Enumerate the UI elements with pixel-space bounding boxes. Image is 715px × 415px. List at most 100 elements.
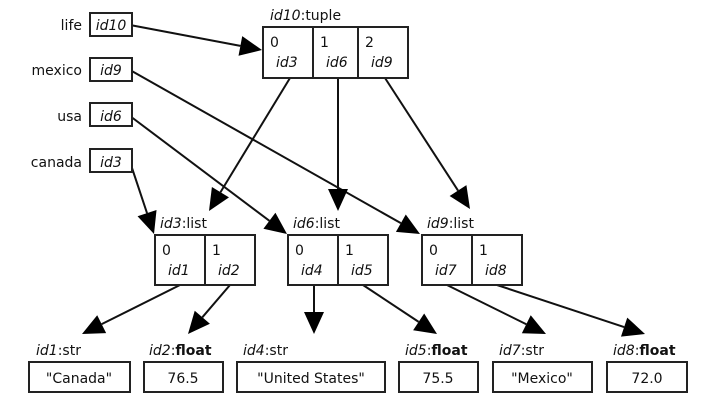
type-separator: : bbox=[265, 343, 270, 359]
cell-index: 1 bbox=[479, 243, 488, 259]
object-id: id3 bbox=[160, 216, 182, 232]
list-cell bbox=[337, 234, 389, 286]
object-label: id7:str bbox=[499, 343, 544, 359]
arrowheads bbox=[82, 36, 645, 337]
arrow-usa-to-id6 bbox=[129, 115, 271, 222]
type-separator: : bbox=[635, 343, 640, 359]
object-id: id10 bbox=[270, 8, 301, 24]
variable-ref: id3 bbox=[100, 155, 122, 171]
object-label: id5:float bbox=[405, 343, 468, 359]
type-separator: : bbox=[182, 216, 187, 232]
object-value: 72.0 bbox=[631, 371, 662, 387]
value-box bbox=[606, 361, 688, 393]
object-value: 76.5 bbox=[167, 371, 198, 387]
object-label: id2:float bbox=[149, 343, 212, 359]
cell-index: 1 bbox=[212, 243, 221, 259]
variable-life: life id10 bbox=[61, 12, 133, 37]
type-separator: : bbox=[427, 343, 432, 359]
object-type: float bbox=[175, 343, 211, 359]
type-separator: : bbox=[301, 8, 306, 24]
arrow-id9-0-to-id7 bbox=[446, 284, 527, 326]
arrow-life-to-id10 bbox=[129, 24, 241, 47]
object-label: id10:tuple bbox=[270, 8, 341, 24]
list-object-id3: id3:list 0 id1 1 id2 bbox=[154, 216, 256, 286]
list-object-id9: id9:list 0 id7 1 id8 bbox=[421, 216, 523, 286]
cell-ref: id7 bbox=[435, 263, 457, 279]
object-type: list bbox=[319, 216, 340, 232]
variable-ref: id10 bbox=[96, 18, 127, 34]
object-label: id1:str bbox=[36, 343, 81, 359]
object-label: id3:list bbox=[160, 216, 207, 232]
value-object-id8: id8:float 72.0 bbox=[606, 343, 688, 393]
arrowhead-tuple0-to-id3 bbox=[209, 187, 229, 211]
variable-canada: canada id3 bbox=[31, 148, 133, 173]
variable-name: usa bbox=[57, 109, 82, 125]
arrowhead-canada-to-id3 bbox=[137, 209, 157, 234]
variable-box bbox=[89, 57, 133, 82]
cell-ref: id6 bbox=[326, 55, 348, 71]
object-type: tuple bbox=[305, 8, 341, 24]
object-type: str bbox=[525, 343, 544, 359]
arrow-id6-1-to-id5 bbox=[362, 284, 420, 323]
value-object-id2: id2:float 76.5 bbox=[143, 343, 224, 393]
object-id: id8 bbox=[613, 343, 635, 359]
object-value: "United States" bbox=[257, 371, 365, 387]
variable-box bbox=[89, 102, 133, 127]
variable-box bbox=[89, 12, 133, 37]
arrowhead-life-to-id10 bbox=[238, 36, 262, 56]
value-box bbox=[143, 361, 224, 393]
value-box bbox=[28, 361, 131, 393]
variable-mexico: mexico id9 bbox=[32, 57, 133, 82]
arrowhead-usa-to-id6 bbox=[263, 212, 287, 234]
variable-ref: id6 bbox=[100, 109, 122, 125]
cell-ref: id1 bbox=[168, 263, 190, 279]
cell-index: 1 bbox=[320, 35, 329, 51]
object-id: id4 bbox=[243, 343, 265, 359]
arrowhead-tuple1-to-id6 bbox=[328, 189, 348, 211]
list-cell bbox=[204, 234, 256, 286]
variables-frame: life id10 mexico id9 usa id6 canada id3 bbox=[31, 12, 133, 173]
cell-ref: id8 bbox=[485, 263, 507, 279]
type-separator: : bbox=[315, 216, 320, 232]
arrow-id3-1-to-id2 bbox=[201, 284, 231, 318]
value-box bbox=[492, 361, 593, 393]
variable-name: canada bbox=[31, 155, 82, 171]
cell-ref: id4 bbox=[301, 263, 323, 279]
cell-ref: id5 bbox=[351, 263, 373, 279]
object-id: id2 bbox=[149, 343, 171, 359]
arrowhead-id3-0-to-id1 bbox=[82, 315, 107, 334]
arrow-tuple0-to-id3 bbox=[219, 77, 291, 193]
cell-index: 0 bbox=[270, 35, 279, 51]
cell-index: 0 bbox=[162, 243, 171, 259]
list-cell bbox=[421, 234, 473, 286]
value-box bbox=[398, 361, 479, 393]
object-id: id5 bbox=[405, 343, 427, 359]
tuple-cell bbox=[357, 26, 409, 79]
variable-box bbox=[89, 148, 133, 173]
arrow-id9-1-to-id8 bbox=[496, 284, 625, 329]
arrows bbox=[101, 24, 625, 329]
object-value: "Mexico" bbox=[511, 371, 573, 387]
cell-ref: id2 bbox=[218, 263, 240, 279]
object-type: float bbox=[639, 343, 675, 359]
object-id: id9 bbox=[427, 216, 449, 232]
arrowhead-mexico-to-id9 bbox=[395, 214, 420, 234]
object-type: float bbox=[431, 343, 467, 359]
variable-name: mexico bbox=[32, 63, 82, 79]
arrow-id3-0-to-id1 bbox=[101, 284, 181, 326]
object-label: id8:float bbox=[613, 343, 676, 359]
arrowhead-id9-0-to-id7 bbox=[521, 315, 546, 334]
object-id: id7 bbox=[499, 343, 521, 359]
type-separator: : bbox=[449, 216, 454, 232]
value-object-id5: id5:float 75.5 bbox=[398, 343, 479, 393]
type-separator: : bbox=[58, 343, 63, 359]
tuple-object-id10: id10:tuple 0 id3 1 id6 2 id9 bbox=[262, 8, 409, 79]
value-object-id7: id7:str "Mexico" bbox=[492, 343, 593, 393]
object-label: id6:list bbox=[293, 216, 340, 232]
value-box bbox=[236, 361, 386, 393]
object-label: id9:list bbox=[427, 216, 474, 232]
arrowhead-id6-0-to-id4 bbox=[304, 312, 324, 334]
list-cell bbox=[471, 234, 523, 286]
cell-index: 1 bbox=[345, 243, 354, 259]
arrowhead-id6-1-to-id5 bbox=[413, 313, 437, 334]
